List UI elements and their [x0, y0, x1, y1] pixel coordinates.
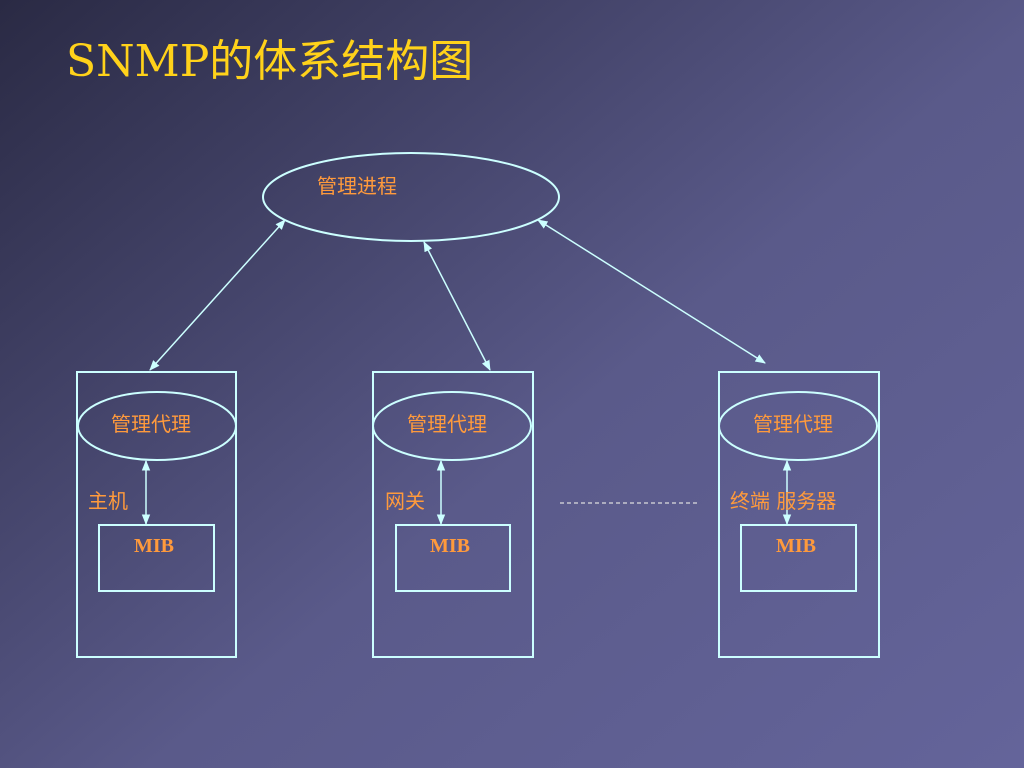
- gateway-agent-label: 管理代理: [407, 412, 487, 436]
- terminal-server-box: [718, 371, 880, 658]
- host-agent-ellipse: [77, 391, 237, 461]
- gateway-box: [372, 371, 534, 658]
- manager-process-ellipse: [262, 152, 560, 242]
- host-box: [76, 371, 237, 658]
- gateway-mib-label: MIB: [430, 535, 470, 557]
- arrow-manager-gateway: [423, 241, 491, 371]
- host-mib-label: MIB: [134, 535, 174, 557]
- terminal-server-mib-box: [740, 524, 857, 592]
- manager-process-label: 管理进程: [317, 174, 397, 198]
- arrow-manager-terminal-server: [537, 219, 766, 364]
- host-mib-box: [98, 524, 215, 592]
- gateway-device-label: 网关: [385, 489, 425, 513]
- host-device-label: 主机: [88, 489, 128, 513]
- terminal-server-agent-label: 管理代理: [753, 412, 833, 436]
- host-agent-label: 管理代理: [111, 412, 191, 436]
- gateway-agent-ellipse: [372, 391, 532, 461]
- terminal-server-device-label: 终端 服务器: [730, 489, 837, 513]
- terminal-server-mib-label: MIB: [776, 535, 816, 557]
- page-title: SNMP的体系结构图: [66, 36, 474, 87]
- gateway-mib-box: [395, 524, 511, 592]
- arrow-manager-host: [149, 219, 286, 371]
- terminal-server-agent-ellipse: [718, 391, 878, 461]
